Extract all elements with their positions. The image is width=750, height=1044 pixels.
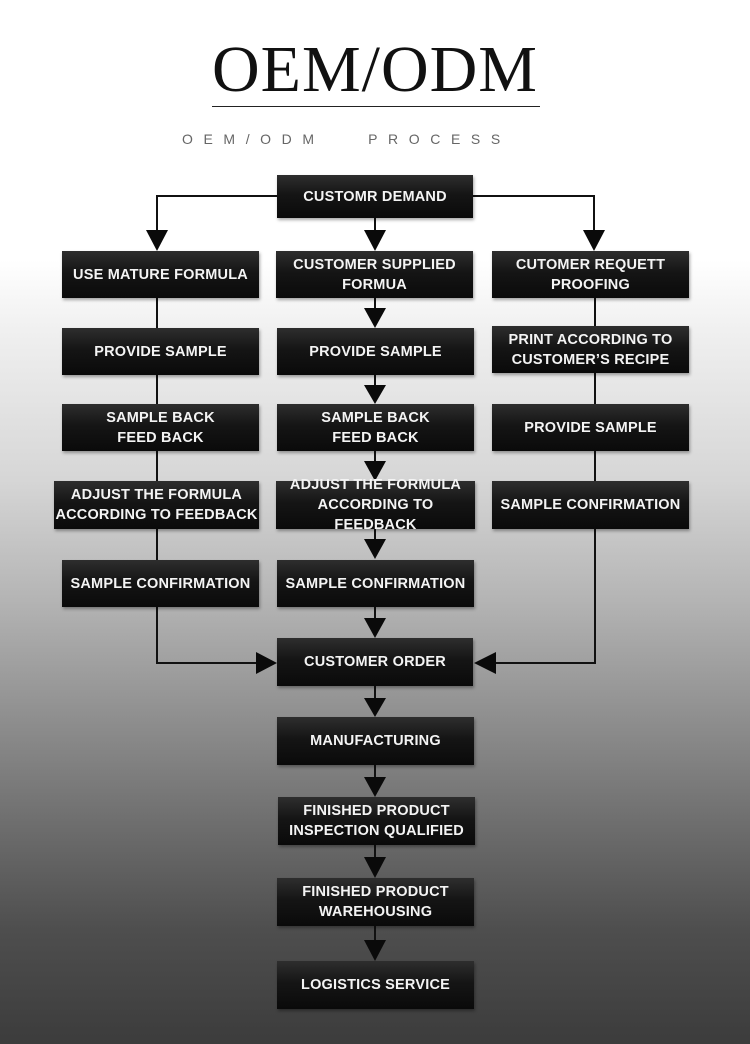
arrowhead-center-10: [364, 940, 386, 961]
arrowhead-left-top: [146, 230, 168, 251]
node-finished-product-inspection: FINISHED PRODUCT INSPECTION QUALIFIED: [278, 797, 475, 845]
arrowhead-right-order: [474, 652, 496, 674]
arrowhead-center-5: [364, 539, 386, 559]
page-subtitle: OEM/ODM PROCESS: [182, 131, 511, 147]
node-right-customer-request-proofing: CUTOMER REQUETT PROOFING: [492, 251, 689, 298]
connector-demand-left: [156, 195, 277, 232]
node-center-sample-back-feedback: SAMPLE BACK FEED BACK: [277, 404, 474, 451]
arrowhead-center-7: [364, 698, 386, 717]
arrowhead-center-2: [364, 308, 386, 328]
arrowhead-center-4: [364, 461, 386, 481]
page-title: OEM/ODM: [211, 33, 538, 106]
node-right-sample-confirmation: SAMPLE CONFIRMATION: [492, 481, 689, 529]
node-right-print-according-recipe: PRINT ACCORDING TO CUSTOMER’S RECIPE: [492, 326, 689, 373]
node-logistics-service: LOGISTICS SERVICE: [277, 961, 474, 1009]
arrowhead-right-top: [583, 230, 605, 251]
title-divider: [212, 106, 540, 107]
arrowhead-center-9: [364, 857, 386, 878]
node-center-sample-confirmation: SAMPLE CONFIRMATION: [277, 560, 474, 607]
node-left-sample-back-feedback: SAMPLE BACK FEED BACK: [62, 404, 259, 451]
node-center-provide-sample: PROVIDE SAMPLE: [277, 328, 474, 375]
arrowhead-center-3: [364, 385, 386, 404]
node-finished-product-warehousing: FINISHED PRODUCT WAREHOUSING: [277, 878, 474, 926]
node-left-provide-sample: PROVIDE SAMPLE: [62, 328, 259, 375]
node-customer-demand: CUSTOMR DEMAND: [277, 175, 473, 218]
node-left-sample-confirmation: SAMPLE CONFIRMATION: [62, 560, 259, 607]
node-center-adjust-formula: ADJUST THE FORMULA ACCORDING TO FEEDBACK: [276, 477, 475, 533]
arrowhead-center-6: [364, 618, 386, 638]
node-center-customer-supplied-formula: CUSTOMER SUPPLIED FORMUA: [276, 251, 473, 298]
connector-demand-right: [473, 195, 595, 232]
arrowhead-left-order: [256, 652, 277, 674]
node-right-provide-sample: PROVIDE SAMPLE: [492, 404, 689, 451]
arrowhead-center-top: [364, 230, 386, 251]
node-left-use-mature-formula: USE MATURE FORMULA: [62, 251, 259, 298]
node-manufacturing: MANUFACTURING: [277, 717, 474, 765]
arrowhead-center-8: [364, 777, 386, 797]
node-left-adjust-formula: ADJUST THE FORMULA ACCORDING TO FEEDBACK: [54, 481, 259, 529]
node-customer-order: CUSTOMER ORDER: [277, 638, 473, 686]
